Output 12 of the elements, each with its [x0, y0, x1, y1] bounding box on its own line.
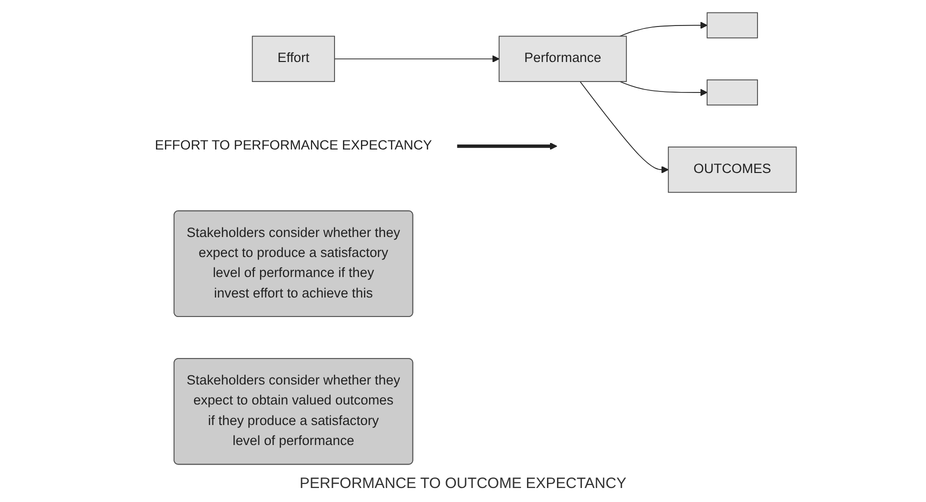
note-text: PERFORMANCE TO OUTCOME EXPECTANCY: [300, 475, 626, 492]
node-text: EFFORT TO PERFORMANCE EXPECTANCY: [154, 138, 432, 153]
arrow: [334, 55, 500, 63]
arrow: [619, 81, 708, 96]
arrow: [580, 81, 669, 174]
arrow: [619, 22, 708, 37]
node-box: [706, 12, 758, 38]
node-box: OUTCOMES: [668, 146, 797, 193]
arrow: [457, 142, 558, 150]
node-box: Performance: [498, 36, 627, 82]
node-box: [706, 79, 758, 106]
node-box: Effort: [252, 36, 335, 82]
